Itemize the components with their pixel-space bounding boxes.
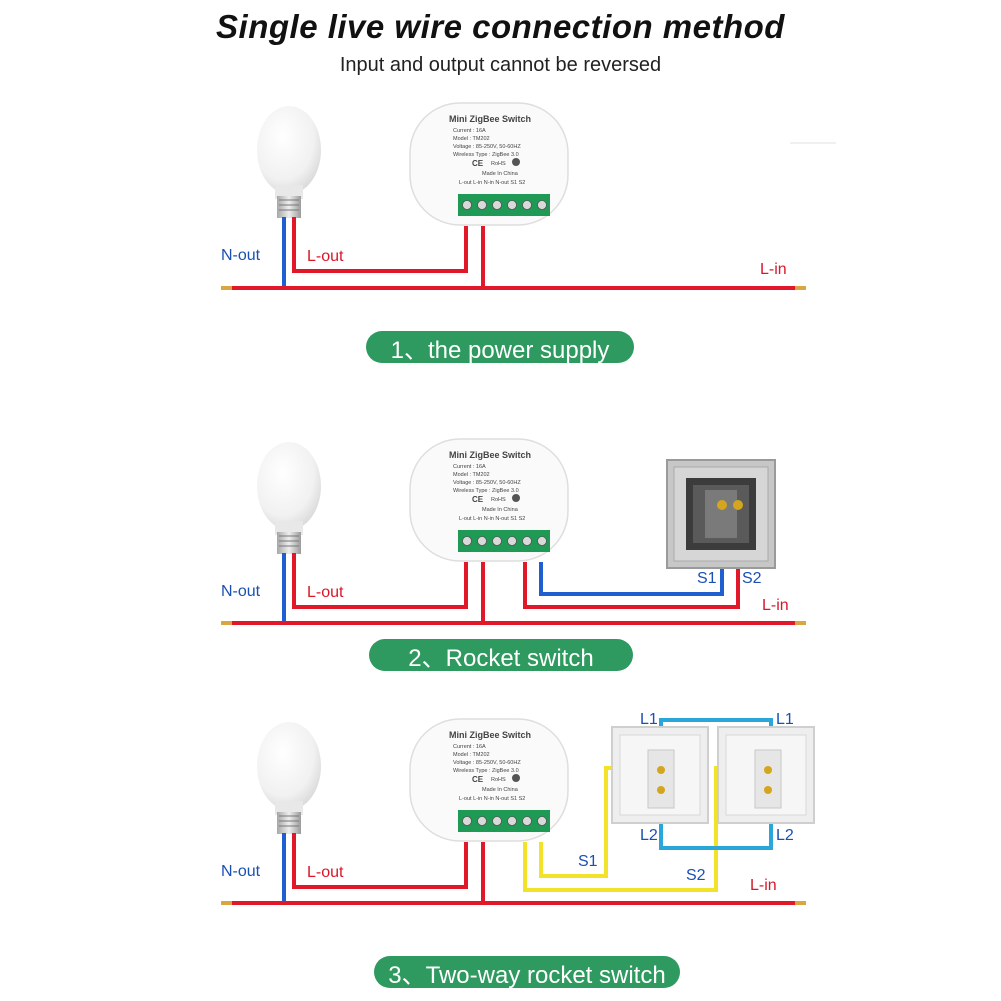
- module-name: Mini ZigBee Switch: [449, 114, 531, 124]
- module-voltage: Voltage : 85-250V, 50-60HZ: [453, 144, 521, 150]
- module-wireless: Wireless Type : ZigBee 3.0: [453, 768, 519, 774]
- label-l-in: L-in: [750, 877, 777, 894]
- zigbee-module: Mini ZigBee Switch Current : 16A Model :…: [409, 102, 569, 226]
- ce-mark: CE: [472, 775, 484, 784]
- section-1-diagram: Mini ZigBee Switch Current : 16A Model :…: [221, 102, 836, 290]
- label-l2-right: L2: [776, 827, 794, 844]
- section-label-power-supply: 1、the power supply: [366, 331, 634, 364]
- label-l-in: L-in: [762, 597, 789, 614]
- terminal-labels: L-out L-in N-in N-out S1 S2: [459, 180, 525, 186]
- made-in: Made In China: [482, 171, 519, 177]
- rohs-mark: RoHS: [491, 497, 506, 503]
- label-l1-right: L1: [776, 711, 794, 728]
- live-out-wire: [292, 833, 468, 889]
- module-model: Model : TM202: [453, 472, 490, 478]
- label-l-out: L-out: [307, 248, 344, 265]
- label-l2-left: L2: [640, 827, 658, 844]
- rocker-switch: [666, 459, 776, 569]
- zigbee-module: Mini ZigBee Switch Current : 16A Model :…: [409, 718, 569, 842]
- label-l-out: L-out: [307, 864, 344, 881]
- l2-wire: [659, 808, 773, 850]
- terminal-block: [458, 530, 550, 552]
- wireless-icon: [512, 494, 520, 502]
- terminal-labels: L-out L-in N-in N-out S1 S2: [459, 796, 525, 802]
- terminal-block: [458, 194, 550, 216]
- zigbee-module: Mini ZigBee Switch Current : 16A Model :…: [409, 438, 569, 562]
- label-l-out: L-out: [307, 584, 344, 601]
- module-wireless: Wireless Type : ZigBee 3.0: [453, 152, 519, 158]
- section-label-two-way-switch: 3、Two-way rocket switch: [374, 956, 680, 989]
- label-n-out: N-out: [221, 247, 261, 264]
- module-current: Current : 16A: [453, 128, 486, 134]
- section-2-diagram: Mini ZigBee Switch Current : 16A Model :…: [221, 438, 806, 625]
- module-wireless: Wireless Type : ZigBee 3.0: [453, 488, 519, 494]
- light-bulb: [257, 106, 321, 218]
- label-n-out: N-out: [221, 583, 261, 600]
- module-name: Mini ZigBee Switch: [449, 730, 531, 740]
- light-bulb: [257, 442, 321, 554]
- wireless-icon: [512, 158, 520, 166]
- rohs-mark: RoHS: [491, 161, 506, 167]
- section-label-rocket-switch: 2、Rocket switch: [369, 639, 633, 672]
- wireless-icon: [512, 774, 520, 782]
- module-current: Current : 16A: [453, 464, 486, 470]
- page-subtitle: Input and output cannot be reversed: [339, 54, 662, 76]
- module-name: Mini ZigBee Switch: [449, 450, 531, 460]
- page-title: Single live wire connection method: [216, 8, 785, 45]
- two-way-switch-left: [611, 726, 709, 824]
- terminal-labels: L-out L-in N-in N-out S1 S2: [459, 516, 525, 522]
- rohs-mark: RoHS: [491, 777, 506, 783]
- light-bulb: [257, 722, 321, 834]
- made-in: Made In China: [482, 507, 519, 513]
- section-3-diagram: Mini ZigBee Switch Current : 16A Model :…: [221, 711, 815, 905]
- two-way-switch-right: [717, 726, 815, 824]
- module-voltage: Voltage : 85-250V, 50-60HZ: [453, 760, 521, 766]
- label-s2: S2: [742, 570, 762, 587]
- label-l-in: L-in: [760, 261, 787, 278]
- label-s1: S1: [697, 570, 717, 587]
- ce-mark: CE: [472, 159, 484, 168]
- label-n-out: N-out: [221, 863, 261, 880]
- module-voltage: Voltage : 85-250V, 50-60HZ: [453, 480, 521, 486]
- live-out-wire: [292, 217, 468, 273]
- ce-mark: CE: [472, 495, 484, 504]
- made-in: Made In China: [482, 787, 519, 793]
- live-out-wire: [292, 553, 468, 609]
- module-current: Current : 16A: [453, 744, 486, 750]
- label-l1-left: L1: [640, 711, 658, 728]
- label-s2: S2: [686, 867, 706, 884]
- terminal-block: [458, 810, 550, 832]
- module-model: Model : TM202: [453, 136, 490, 142]
- module-model: Model : TM202: [453, 752, 490, 758]
- label-s1: S1: [578, 853, 598, 870]
